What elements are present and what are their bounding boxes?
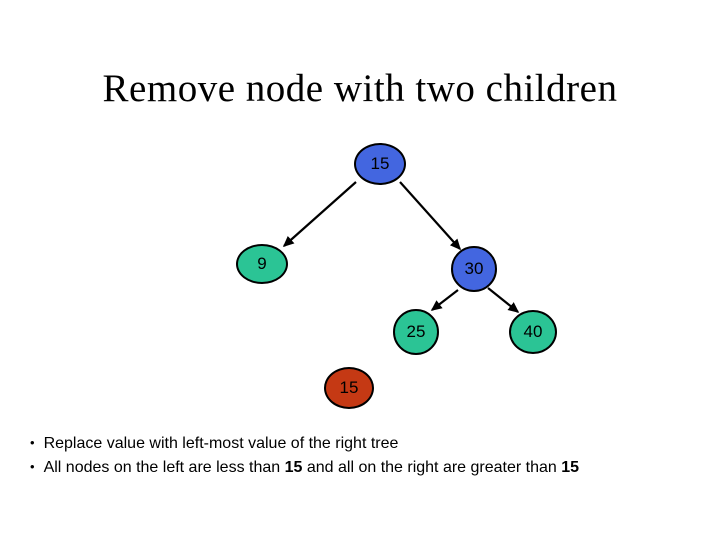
tree-node-right-left-child: 25 <box>393 309 439 355</box>
tree-node-left-child: 9 <box>236 244 288 284</box>
tree-node-label: 9 <box>257 254 267 273</box>
bullet-text-emphasis: 15 <box>284 459 303 476</box>
tree-edge-root-to-right-child <box>399 181 462 251</box>
tree-node-replacement-node: 15 <box>324 367 374 409</box>
tree-edge-root-to-left-child <box>282 181 357 247</box>
tree-node-label: 25 <box>406 322 426 341</box>
tree-node-label: 40 <box>523 322 543 341</box>
bullet-text: Replace value with left-most value of th… <box>43 435 399 452</box>
bullet-icon: • <box>30 435 35 450</box>
bullet-line: •All nodes on the left are less than 15 … <box>30 455 700 479</box>
bullet-line: • Replace value with left-most value of t… <box>30 431 700 455</box>
slide-title: Remove node with two children <box>102 67 618 110</box>
bullet-icon: • <box>30 459 35 474</box>
tree-edge-right-child-to-right-right-child <box>487 287 520 313</box>
bullet-text: and all on the right are greater than <box>302 459 562 476</box>
tree-node-right-child: 30 <box>451 246 497 292</box>
bullet-text-emphasis: 15 <box>561 459 580 476</box>
tree-node-right-right-child: 40 <box>509 310 557 354</box>
tree-node-label: 30 <box>464 259 484 278</box>
bullet-text: All nodes on the left are less than <box>43 459 285 476</box>
bullet-list: • Replace value with left-most value of t… <box>30 431 700 479</box>
tree-node-label: 15 <box>370 154 390 173</box>
tree-node-root: 15 <box>354 143 406 185</box>
tree-edge-right-child-to-right-left-child <box>430 289 459 311</box>
tree-node-label: 15 <box>339 378 359 397</box>
